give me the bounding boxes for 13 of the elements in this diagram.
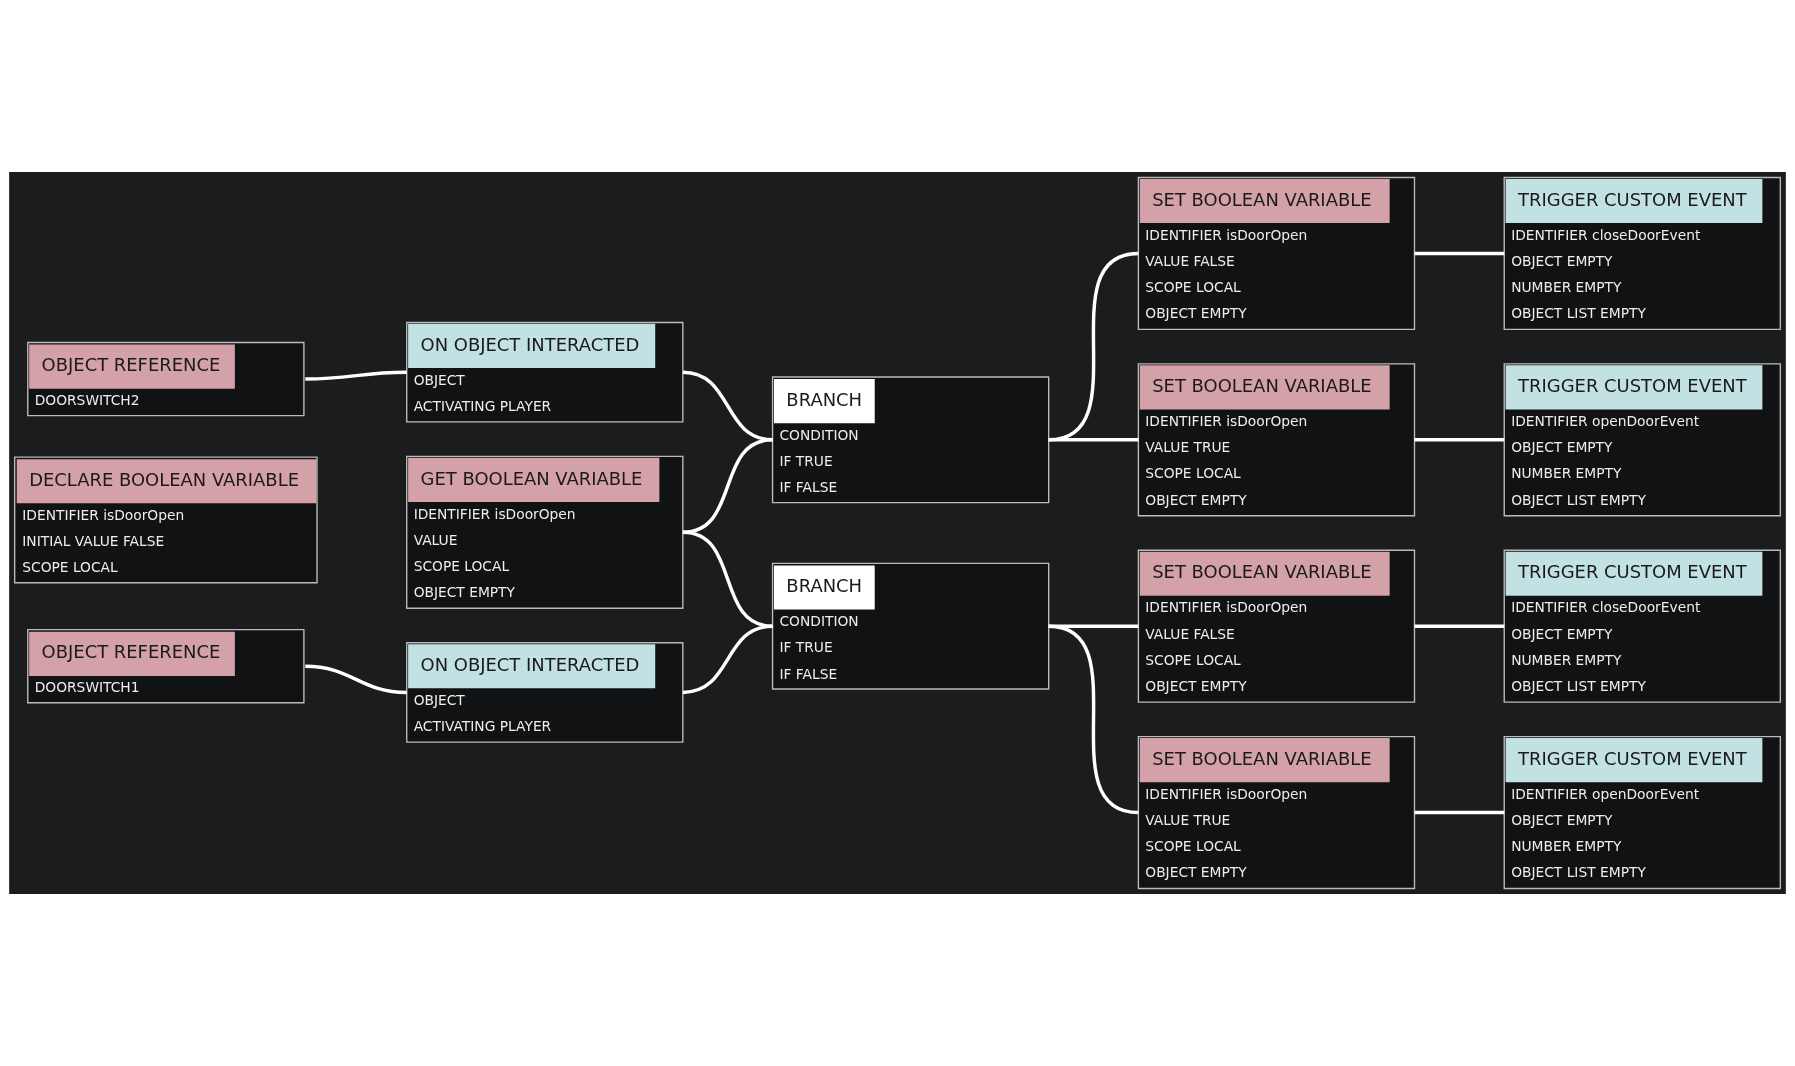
connector [1414, 438, 1505, 442]
connector [305, 370, 407, 381]
connector [682, 530, 773, 628]
connector [305, 664, 407, 695]
connector [1048, 438, 1139, 442]
connector [1048, 624, 1139, 628]
connector [1048, 624, 1139, 815]
connector [1414, 624, 1505, 628]
connector [1414, 810, 1505, 815]
connector [682, 438, 773, 534]
connector [1414, 251, 1505, 256]
connector [682, 624, 773, 695]
connector [1048, 251, 1139, 442]
